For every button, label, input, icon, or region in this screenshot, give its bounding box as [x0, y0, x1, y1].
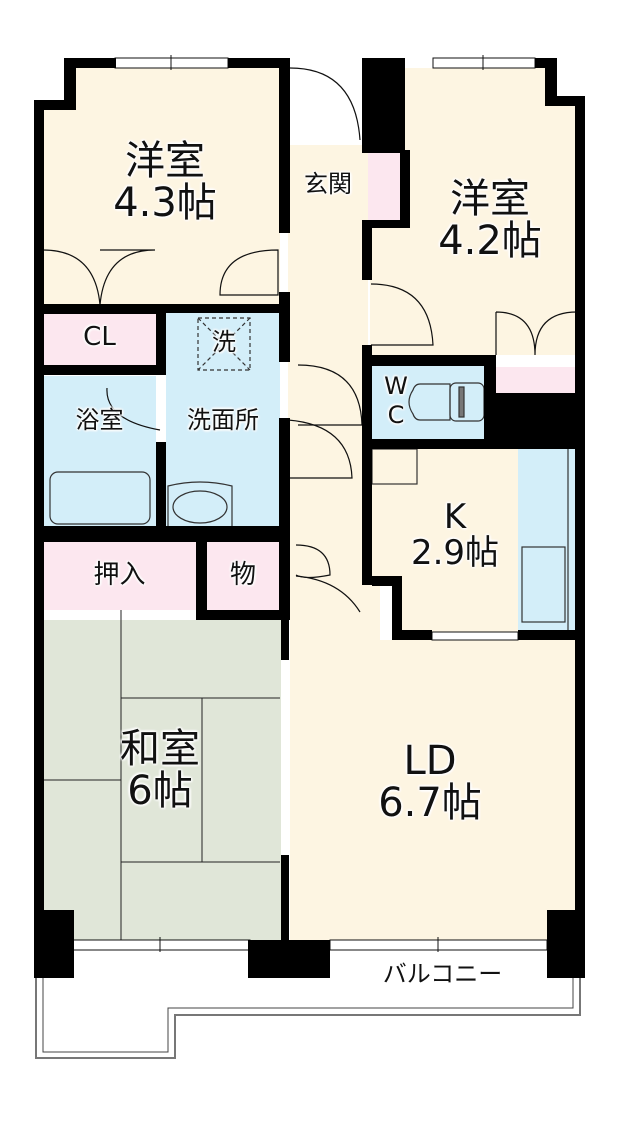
toilet-label-w: W: [384, 372, 408, 400]
room-label-closet: CL: [83, 322, 116, 352]
room-size: 2.9帖: [410, 532, 500, 573]
room-name: 洋室: [125, 138, 205, 184]
room-label-entrance: 玄関: [304, 170, 352, 198]
toilet-label-c: C: [387, 400, 405, 429]
room-label-washer: 洗: [212, 328, 236, 356]
room-label-japanese: 和室 6帖: [90, 728, 230, 812]
room-label-toilet: W C: [371, 372, 421, 430]
room-label-balcony: バルコニー: [382, 960, 503, 988]
room-label-bathroom: 浴室: [75, 406, 124, 434]
tatami-mats: [43, 610, 280, 940]
room-size: 4.3帖: [113, 180, 217, 226]
room-name: K: [443, 497, 467, 537]
room-size: 4.2帖: [438, 218, 542, 264]
room-label-living-dining: LD 6.7帖: [340, 740, 520, 824]
room-label-western-1: 洋室 4.3帖: [80, 140, 250, 224]
fixtures: [49, 317, 569, 632]
room-name: 和室: [120, 726, 200, 772]
room-name: 洋室: [450, 176, 530, 222]
door-swings: [42, 67, 578, 613]
room-size: 6.7帖: [378, 780, 482, 826]
stove-icon: [521, 546, 566, 623]
room-size: 6帖: [127, 768, 193, 814]
sink-icon: [167, 481, 233, 529]
bathtub-icon: [49, 471, 151, 525]
room-label-oshiire: 押入: [93, 560, 146, 590]
room-fills: [43, 68, 577, 940]
walls: [34, 58, 585, 978]
room-label-western-2: 洋室 4.2帖: [405, 178, 575, 262]
room-label-washroom: 洗面所: [187, 406, 259, 434]
room-label-storage: 物: [229, 560, 256, 590]
balcony-railing: [35, 975, 581, 1059]
room-label-kitchen: K 2.9帖: [400, 497, 510, 573]
room-name: LD: [403, 738, 457, 784]
washer-icon: [197, 317, 251, 371]
